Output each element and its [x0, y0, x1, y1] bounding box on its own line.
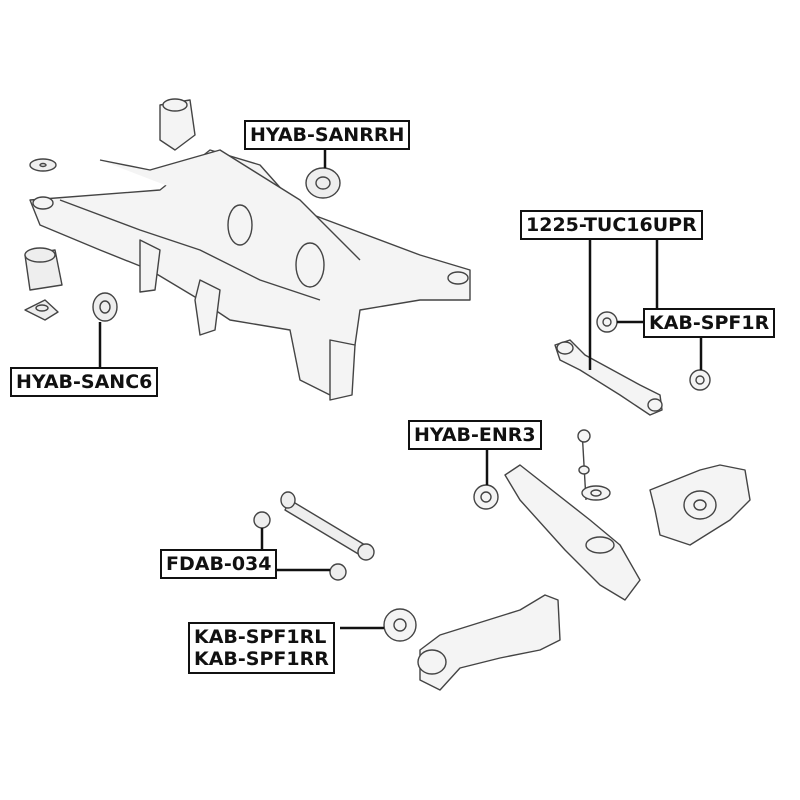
knuckle	[649, 464, 751, 546]
trailing-arm	[383, 594, 561, 691]
bushing-sanrrh	[305, 167, 341, 199]
rear-subframe	[29, 98, 471, 401]
label-kab-spf1r: KAB-SPF1R	[643, 308, 776, 338]
label-1225-tuc16upr: 1225-TUC16UPR	[520, 210, 703, 240]
label-hyab-enr3: HYAB-ENR3	[408, 420, 542, 450]
label-hyab-sanc6: HYAB-SANC6	[10, 367, 159, 397]
label-kab-spf1rr: KAB-SPF1RR	[194, 648, 329, 670]
left-bushings	[24, 158, 118, 322]
leader-lines	[98, 148, 703, 630]
label-fdab-034: FDAB-034	[160, 549, 278, 579]
label-kab-spf1rl-rr: KAB-SPF1RL KAB-SPF1RR	[188, 622, 335, 674]
label-hyab-sanrrh: HYAB-SANRRH	[244, 120, 411, 150]
label-kab-spf1rl: KAB-SPF1RL	[194, 626, 327, 648]
lower-control-arm	[473, 429, 641, 601]
